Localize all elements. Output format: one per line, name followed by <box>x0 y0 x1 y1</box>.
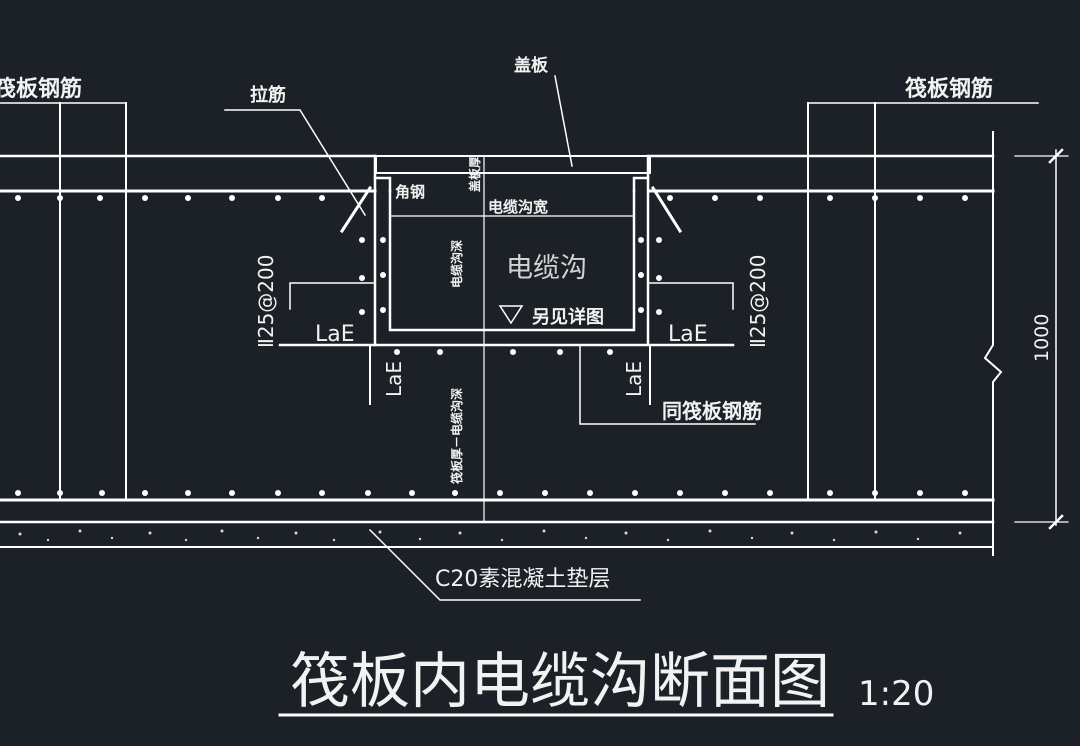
angle-steel-left <box>373 176 392 193</box>
rebar-spec-right: Ⅱ25@200 <box>746 255 770 348</box>
dimension-tick <box>1048 148 1064 164</box>
tie-bar-right <box>650 185 683 234</box>
raft-minus-trench-label: 筏板厚－电缆沟深 <box>449 388 464 484</box>
cushion-aggregate <box>18 529 962 542</box>
angle-steel-label: 角钢 <box>395 183 425 201</box>
raft-rebar-label-right: 筏板钢筋 <box>905 76 993 102</box>
elevation-mark-icon <box>498 305 524 325</box>
leader-line <box>224 109 367 217</box>
cover-plate <box>375 155 651 174</box>
raft-rebar-label-left: 筏板钢筋 <box>0 76 82 102</box>
leader-line <box>579 344 756 425</box>
leader-line <box>649 282 734 310</box>
tie-bar-left <box>339 185 373 234</box>
drawing-scale: 1:20 <box>858 674 934 714</box>
trench-width-label: 电缆沟宽 <box>488 198 548 216</box>
trench-inner-rebar <box>388 189 636 332</box>
dimension-value: 1000 <box>1031 314 1053 362</box>
rebar-spec-left: Ⅱ25@200 <box>254 255 278 348</box>
trench-name-label: 电缆沟 <box>506 253 587 284</box>
dimension-tick <box>1048 514 1064 530</box>
leader-line <box>554 75 573 167</box>
leader-line <box>289 282 376 310</box>
tie-bar-label: 拉筋 <box>250 84 286 106</box>
lae-vertical-right: LaE <box>622 361 646 397</box>
lae-label-left: LaE <box>315 322 355 347</box>
cover-plate-label: 盖板 <box>514 55 549 76</box>
trench-depth-label: 电缆沟深 <box>449 240 464 288</box>
drawing-title: 筏板内电缆沟断面图 <box>290 647 830 717</box>
lae-label-right: LaE <box>668 322 708 347</box>
leader-line <box>368 528 641 601</box>
same-as-raft-label: 同筏板钢筋 <box>662 399 762 423</box>
trench-outline <box>373 154 650 347</box>
see-detail-label: 另见详图 <box>532 306 604 328</box>
lae-vertical-left: LaE <box>382 361 406 397</box>
angle-steel-right <box>632 176 650 193</box>
rebar-dots <box>15 195 968 496</box>
cushion-label: C20素混凝土垫层 <box>435 567 610 592</box>
cover-depth-label: 盖板厚 <box>467 156 482 192</box>
break-line <box>983 131 1003 556</box>
